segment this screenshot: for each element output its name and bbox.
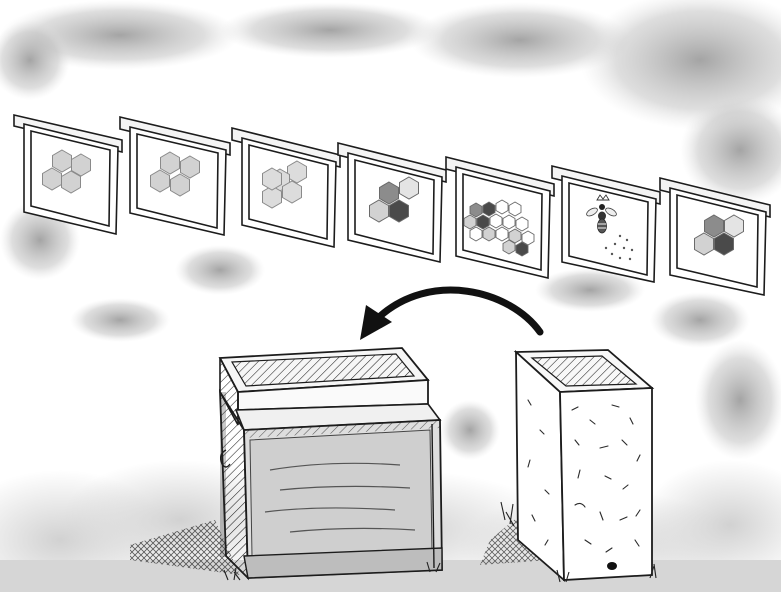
- frames-row: [14, 115, 770, 295]
- log-hive: [480, 350, 656, 582]
- hive-frame-2: [120, 117, 230, 235]
- hive-frame-3: [232, 128, 340, 247]
- hive-frame-4: [338, 143, 446, 262]
- transfer-arrow-icon: [360, 290, 540, 340]
- hive-frame-5: [446, 157, 554, 278]
- hive-frame-6: [552, 166, 660, 282]
